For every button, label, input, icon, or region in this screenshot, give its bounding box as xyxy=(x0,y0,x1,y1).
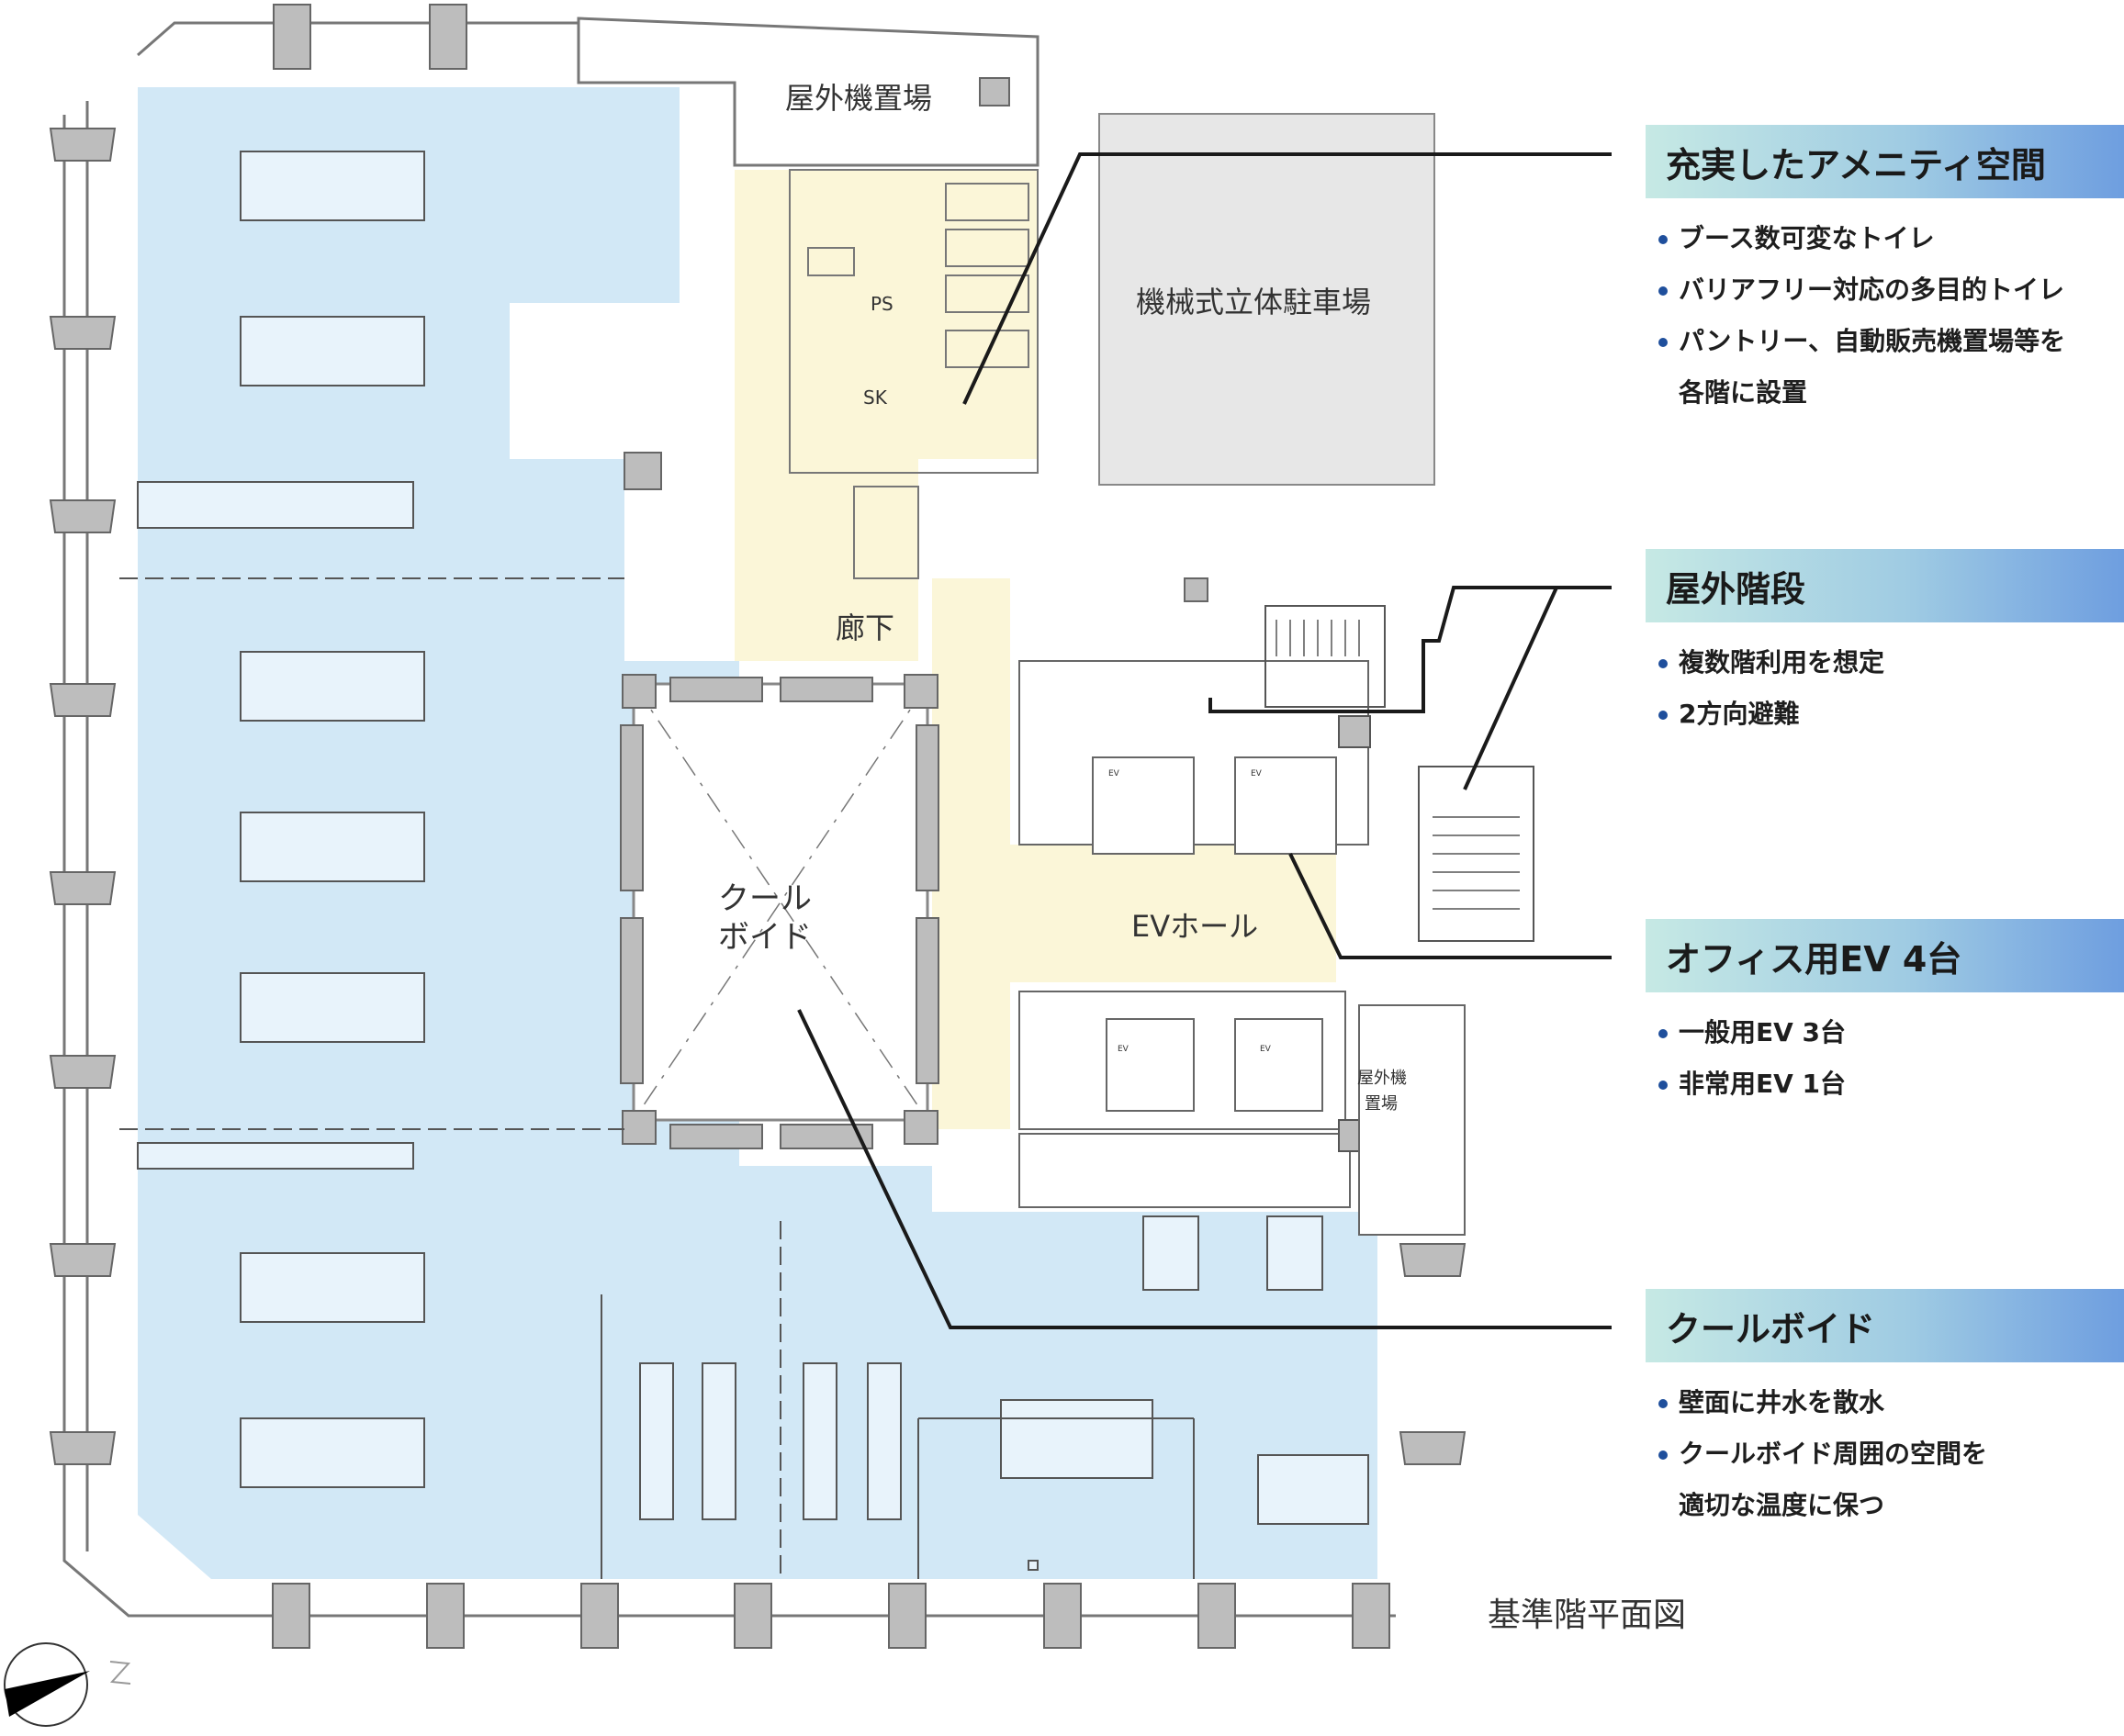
callout-bullets: 一般用EV 3台 非常用EV 1台 xyxy=(1646,1007,2124,1110)
bullet-item: 一般用EV 3台 xyxy=(1658,1007,2124,1058)
bullet-item: 複数階利用を想定 xyxy=(1658,637,2124,689)
bullet-item: 各階に設置 xyxy=(1679,377,1808,408)
callout-title: 屋外階段 xyxy=(1646,549,2124,622)
label-ev-1: EV xyxy=(1108,769,1120,778)
callout-cool-void: クールボイド 壁面に井水を散水 クールボイド周囲の空間を 適切な温度に保つ xyxy=(1646,1289,2124,1531)
callout-bullets: 壁面に井水を散水 クールボイド周囲の空間を 適切な温度に保つ xyxy=(1646,1377,2124,1531)
callout-title: クールボイド xyxy=(1646,1289,2124,1362)
parking-block xyxy=(1098,113,1435,486)
bullet-item: 壁面に井水を散水 xyxy=(1658,1377,2124,1428)
label-outdoor-unit-area: 屋外機置場 xyxy=(785,81,932,116)
label-sk: SK xyxy=(863,386,888,409)
callout-amenity: 充実したアメニティ空間 ブース数可変なトイレ バリアフリー対応の多目的トイレ パ… xyxy=(1646,125,2124,419)
label-parking: 機械式立体駐車場 xyxy=(1136,285,1371,319)
perimeter-columns xyxy=(49,4,1467,1649)
callout-title: オフィス用EV 4台 xyxy=(1646,919,2124,992)
cool-void xyxy=(620,674,939,1149)
callout-bullets: 複数階利用を想定 2方向避難 xyxy=(1646,637,2124,740)
bullet-item: 非常用EV 1台 xyxy=(1658,1058,2124,1110)
bullet-item: バリアフリー対応の多目的トイレ xyxy=(1658,264,2124,316)
callout-outdoor-stair: 屋外階段 複数階利用を想定 2方向避難 xyxy=(1646,549,2124,740)
bullet-item: ブース数可変なトイレ xyxy=(1658,213,2124,264)
label-outdoor-unit-small-1: 屋外機 xyxy=(1357,1069,1407,1088)
north-arrow-icon xyxy=(4,1642,131,1727)
outdoor-unit-zone-small xyxy=(1358,1004,1466,1236)
bullet-item: 適切な温度に保つ xyxy=(1679,1490,1885,1520)
leader-lines xyxy=(797,152,1612,1329)
core-area xyxy=(735,170,1336,1129)
elevator-core xyxy=(1018,660,1369,1208)
label-ev-2: EV xyxy=(1251,769,1263,778)
label-ev-4: EV xyxy=(1260,1045,1272,1054)
bullet-item: パントリー、自動販売機置場等を xyxy=(1658,316,2124,367)
bullet-item: 2方向避難 xyxy=(1658,689,2124,740)
label-cool-void-1: クール xyxy=(718,880,812,917)
callout-bullets: ブース数可変なトイレ バリアフリー対応の多目的トイレ パントリー、自動販売機置場… xyxy=(1646,213,2124,419)
plan-caption: 基準階平面図 xyxy=(1488,1596,1687,1634)
callout-title: 充実したアメニティ空間 xyxy=(1646,125,2124,198)
label-ev-3: EV xyxy=(1118,1045,1129,1054)
office-area xyxy=(138,87,1377,1579)
label-cool-void-2: ボイド xyxy=(718,919,812,956)
partitions xyxy=(119,577,1195,1579)
label-ev-hall: EVホール xyxy=(1131,909,1258,944)
bullet-item: クールボイド周囲の空間を xyxy=(1658,1428,2124,1480)
restroom-block xyxy=(789,169,1039,579)
desk-clusters xyxy=(137,151,1369,1571)
label-outdoor-unit-small-2: 置場 xyxy=(1365,1094,1398,1114)
callout-office-ev: オフィス用EV 4台 一般用EV 3台 非常用EV 1台 xyxy=(1646,919,2124,1110)
outdoor-unit-zone xyxy=(577,17,1040,167)
label-corridor: 廊下 xyxy=(836,610,894,645)
label-ps: PS xyxy=(871,293,893,315)
